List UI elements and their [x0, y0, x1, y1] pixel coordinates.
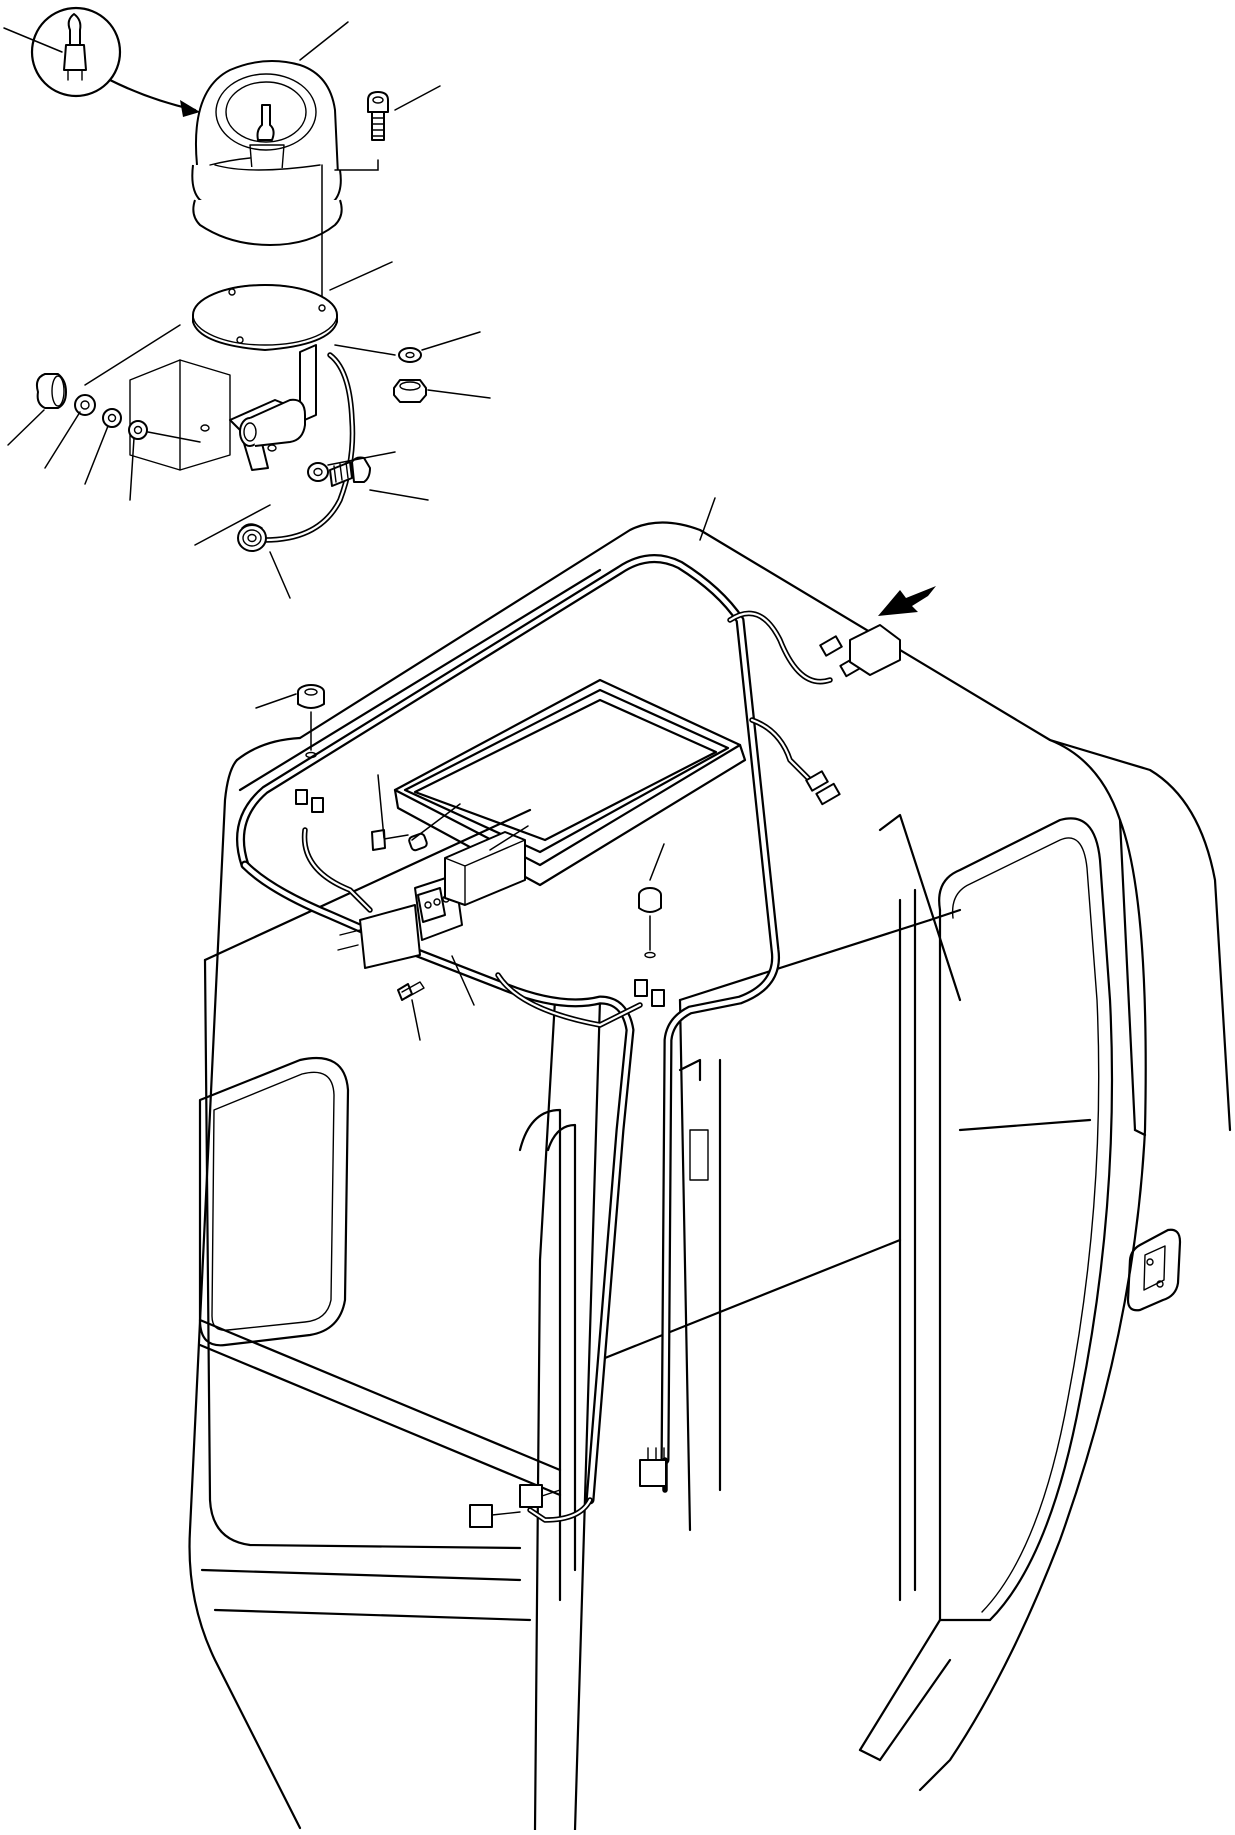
wiring-harness [236, 554, 833, 1523]
grommet [194, 504, 291, 599]
rotating-beacon [191, 60, 343, 246]
bracket [129, 344, 356, 543]
leader-lines [255, 21, 716, 1041]
screw [397, 981, 425, 1001]
fuse-box [337, 874, 463, 969]
fasteners-left [7, 373, 201, 501]
washer [334, 331, 481, 363]
roof-cover [371, 829, 526, 906]
direction-arrow-icon [849, 586, 936, 676]
mounting-plate [84, 261, 393, 386]
harness-connectors [295, 635, 865, 1528]
bolt [307, 451, 429, 501]
cap-screw [321, 85, 441, 306]
roof-grommet [297, 684, 662, 959]
bulb-icon [3, 6, 200, 117]
roof-hatch [393, 678, 747, 887]
cab-body [188, 521, 1232, 1832]
nut [393, 379, 491, 403]
